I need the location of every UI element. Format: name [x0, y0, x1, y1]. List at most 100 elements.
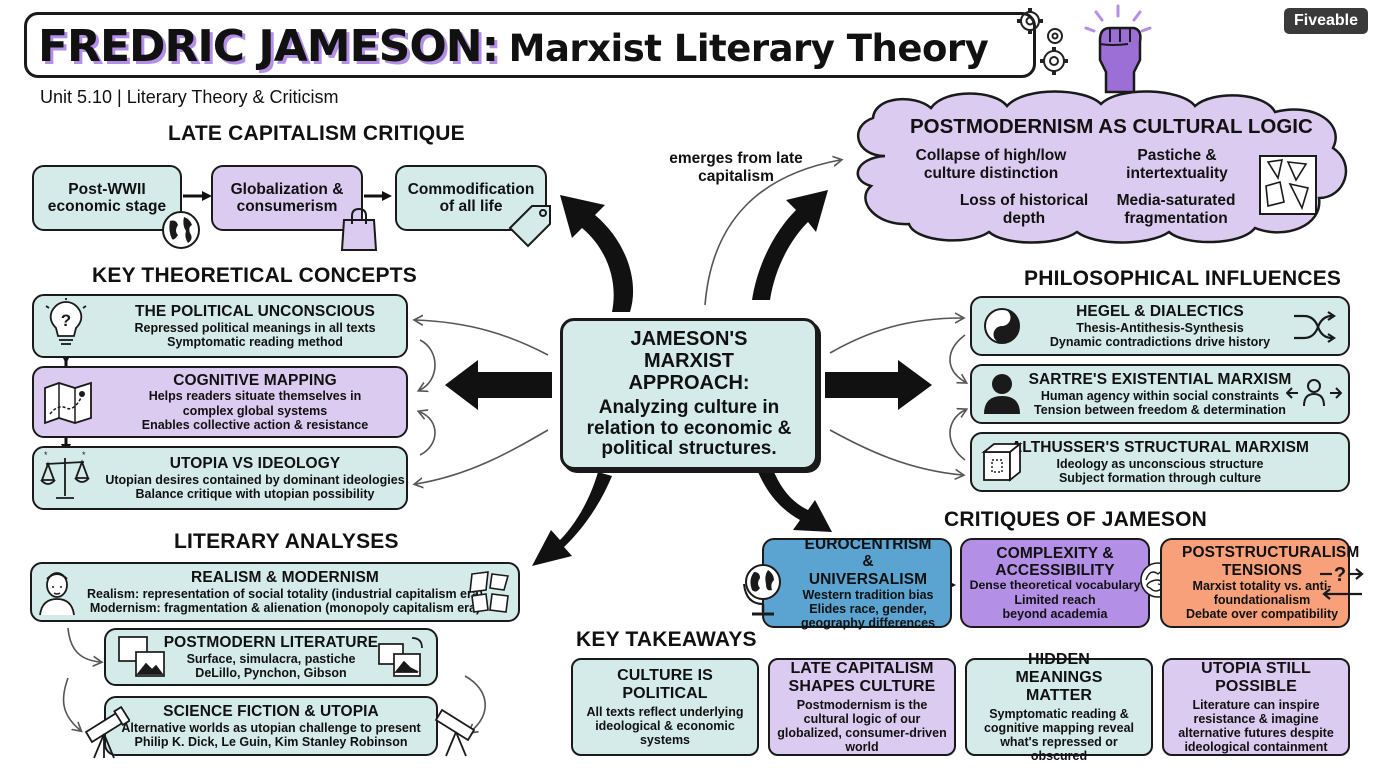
- center-text: Analyzing culture in relation to economi…: [586, 396, 792, 460]
- critique-2-title: COMPLEXITY & ACCESSIBILITY: [995, 544, 1115, 579]
- takeaway-1-title: CULTURE IS POLITICAL: [617, 666, 713, 702]
- lightbulb-question-icon: ?: [45, 298, 87, 345]
- takeaway-3-title: HIDDEN MEANINGS MATTER: [1015, 650, 1103, 704]
- takeaways-heading: KEY TAKEAWAYS: [576, 628, 757, 651]
- critique-3-title: POSTSTRUCTURALISM TENSIONS: [1182, 544, 1360, 579]
- influence-3-title: ALTHUSSER'S STRUCTURAL MARXISM: [1010, 439, 1310, 457]
- yin-yang-icon: [984, 308, 1020, 344]
- concept-2-line-2: Enables collective action & resistance: [141, 417, 369, 432]
- takeaway-culture-political: CULTURE IS POLITICAL All texts reflect u…: [571, 658, 759, 756]
- influence-1-line-1: Thesis-Antithesis-Synthesis: [1076, 320, 1244, 335]
- critique-1-line-1: Western tradition bias: [802, 587, 934, 602]
- shattered-glass-icon: [1259, 155, 1317, 215]
- analysis-3-line-1: Alternative worlds as utopian challenge …: [121, 720, 421, 735]
- philosophical-heading: PHILOSOPHICAL INFLUENCES: [1024, 267, 1342, 290]
- influence-2-title: SARTRE'S EXISTENTIAL MARXISM: [1028, 371, 1292, 389]
- critique-2-line-2: Limited reach beyond academia: [1002, 593, 1108, 622]
- logo-text: Fiveable: [1293, 12, 1359, 29]
- arrow-label-text: emerges from late capitalism: [669, 150, 803, 185]
- influence-2-line-2: Tension between freedom & determination: [1034, 402, 1286, 417]
- takeaway-3-text: Symptomatic reading & cognitive mapping …: [983, 706, 1135, 763]
- late-cap-step-3-label: Commodification of all life: [407, 180, 535, 215]
- price-tag-icon: [508, 205, 551, 248]
- concept-3-line-2: Balance critique with utopian possibilit…: [135, 486, 375, 501]
- postmodernism-cloud: [856, 90, 1348, 244]
- concept-2-line-1: Helps readers situate themselves in comp…: [148, 389, 362, 418]
- question-arrows-icon: ?: [1320, 564, 1364, 600]
- center-node: JAMESON'S MARXIST APPROACH: Analyzing cu…: [560, 318, 818, 470]
- thick-arrows: [445, 190, 932, 566]
- concept-political-unconscious: THE POLITICAL UNCONSCIOUS Repressed poli…: [32, 294, 408, 358]
- title-rest: Marxist Literary Theory: [508, 27, 989, 70]
- thin-arrows: [62, 160, 965, 732]
- influence-1-line-2: Dynamic contradictions drive history: [1049, 334, 1271, 349]
- analysis-1-line-2: Modernism: fragmentation & alienation (m…: [89, 600, 481, 615]
- globe-icon: [162, 211, 200, 249]
- shuffle-icon: [1294, 311, 1336, 343]
- svg-text:?: ?: [1334, 564, 1346, 586]
- concept-1-line-1: Repressed political meanings in all text…: [134, 320, 376, 335]
- takeaway-2-text: Postmodernism is the cultural logic of o…: [777, 697, 947, 755]
- analysis-1-title: REALISM & MODERNISM: [191, 569, 379, 587]
- takeaway-4-text: Literature can inspire resistance & imag…: [1178, 697, 1334, 755]
- analysis-2-title: POSTMODERN LITERATURE: [163, 634, 379, 652]
- analysis-science-fiction: SCIENCE FICTION & UTOPIA Alternative wor…: [104, 696, 438, 756]
- concept-3-title: UTOPIA VS IDEOLOGY: [169, 455, 341, 473]
- postmodern-point-1: Collapse of high/low culture distinction: [915, 147, 1067, 182]
- gears-icon: [1017, 8, 1068, 75]
- scales-icon: **: [40, 450, 90, 499]
- raised-fist-icon: [1084, 4, 1152, 94]
- critique-3-line-1: Marxist totality vs. anti-foundationalis…: [1192, 579, 1332, 608]
- takeaway-utopia-possible: UTOPIA STILL POSSIBLE Literature can ins…: [1162, 658, 1350, 756]
- takeaway-1-text: All texts reflect underlying ideological…: [586, 704, 744, 747]
- telescope-icon-2: [434, 708, 476, 757]
- svg-text:?: ?: [61, 311, 71, 330]
- page-title: FREDRIC JAMESON: Marxist Literary Theory: [38, 14, 989, 90]
- concept-3-line-1: Utopian desires contained by dominant id…: [105, 472, 405, 487]
- critique-complexity: COMPLEXITY & ACCESSIBILITY Dense theoret…: [960, 538, 1150, 628]
- late-cap-step-1-label: Post-WWII economic stage: [47, 180, 167, 215]
- desk-globe-icon: [743, 564, 781, 616]
- influence-1-title: HEGEL & DIALECTICS: [1076, 303, 1244, 321]
- images-swap-icon: [378, 637, 423, 677]
- critiques-heading: CRITIQUES OF JAMESON: [944, 508, 1208, 531]
- svg-text:*: *: [82, 450, 86, 460]
- takeaway-2-title: LATE CAPITALISM SHAPES CULTURE: [788, 659, 936, 695]
- late-cap-step-2-label: Globalization & consumerism: [230, 180, 344, 215]
- shattered-panel-icon: [469, 571, 510, 613]
- takeaway-hidden-meanings: HIDDEN MEANINGS MATTER Symptomatic readi…: [965, 651, 1153, 763]
- critique-2-line-1: Dense theoretical vocabulary: [969, 578, 1141, 593]
- analysis-1-line-1: Realism: representation of social totali…: [87, 586, 483, 601]
- literary-analyses-heading: LITERARY ANALYSES: [174, 530, 399, 553]
- title-banner: [24, 12, 1036, 78]
- postmodern-point-3: Loss of historical depth: [959, 192, 1089, 227]
- late-cap-step-1: Post-WWII economic stage: [32, 165, 182, 231]
- center-title: JAMESON'S MARXIST APPROACH:: [628, 327, 750, 394]
- late-cap-step-3: Commodification of all life: [395, 165, 547, 231]
- analysis-2-line-1: Surface, simulacra, pastiche: [186, 651, 356, 666]
- map-icon: [44, 381, 92, 425]
- telescope-icon: [84, 706, 130, 759]
- concept-2-title: COGNITIVE MAPPING: [173, 372, 337, 390]
- title-name: FREDRIC JAMESON:: [38, 21, 499, 72]
- influence-2-line-1: Human agency within social constraints: [1040, 388, 1280, 403]
- concept-1-line-2: Symptomatic reading method: [167, 334, 343, 349]
- analysis-realism-modernism: REALISM & MODERNISM Realism: representat…: [30, 562, 520, 622]
- fiveable-logo[interactable]: Fiveable: [1284, 8, 1368, 34]
- influence-3-line-2: Subject formation through culture: [1058, 470, 1262, 485]
- concept-1-title: THE POLITICAL UNCONSCIOUS: [135, 303, 375, 321]
- postmodern-point-2: Pastiche & intertextuality: [1126, 147, 1228, 182]
- analysis-3-line-2: Philip K. Dick, Le Guin, Kim Stanley Rob…: [134, 734, 408, 749]
- key-concepts-heading: KEY THEORETICAL CONCEPTS: [92, 264, 417, 287]
- cube-icon: [981, 442, 1023, 482]
- svg-text:*: *: [44, 450, 48, 460]
- influence-3-line-1: Ideology as unconscious structure: [1056, 456, 1264, 471]
- person-silhouette-icon: [984, 374, 1020, 414]
- postmodern-arrow-label: emerges from late capitalism: [668, 150, 804, 186]
- critique-eurocentrism: EUROCENTRISM & UNIVERSALISM Western trad…: [762, 535, 952, 630]
- influence-althusser: ALTHUSSER'S STRUCTURAL MARXISM Ideology …: [970, 432, 1350, 492]
- concept-cognitive-mapping: COGNITIVE MAPPING Helps readers situate …: [32, 366, 408, 438]
- portrait-icon: [39, 572, 75, 616]
- critique-1-title: EUROCENTRISM & UNIVERSALISM: [804, 535, 932, 588]
- analysis-3-title: SCIENCE FICTION & UTOPIA: [163, 703, 379, 721]
